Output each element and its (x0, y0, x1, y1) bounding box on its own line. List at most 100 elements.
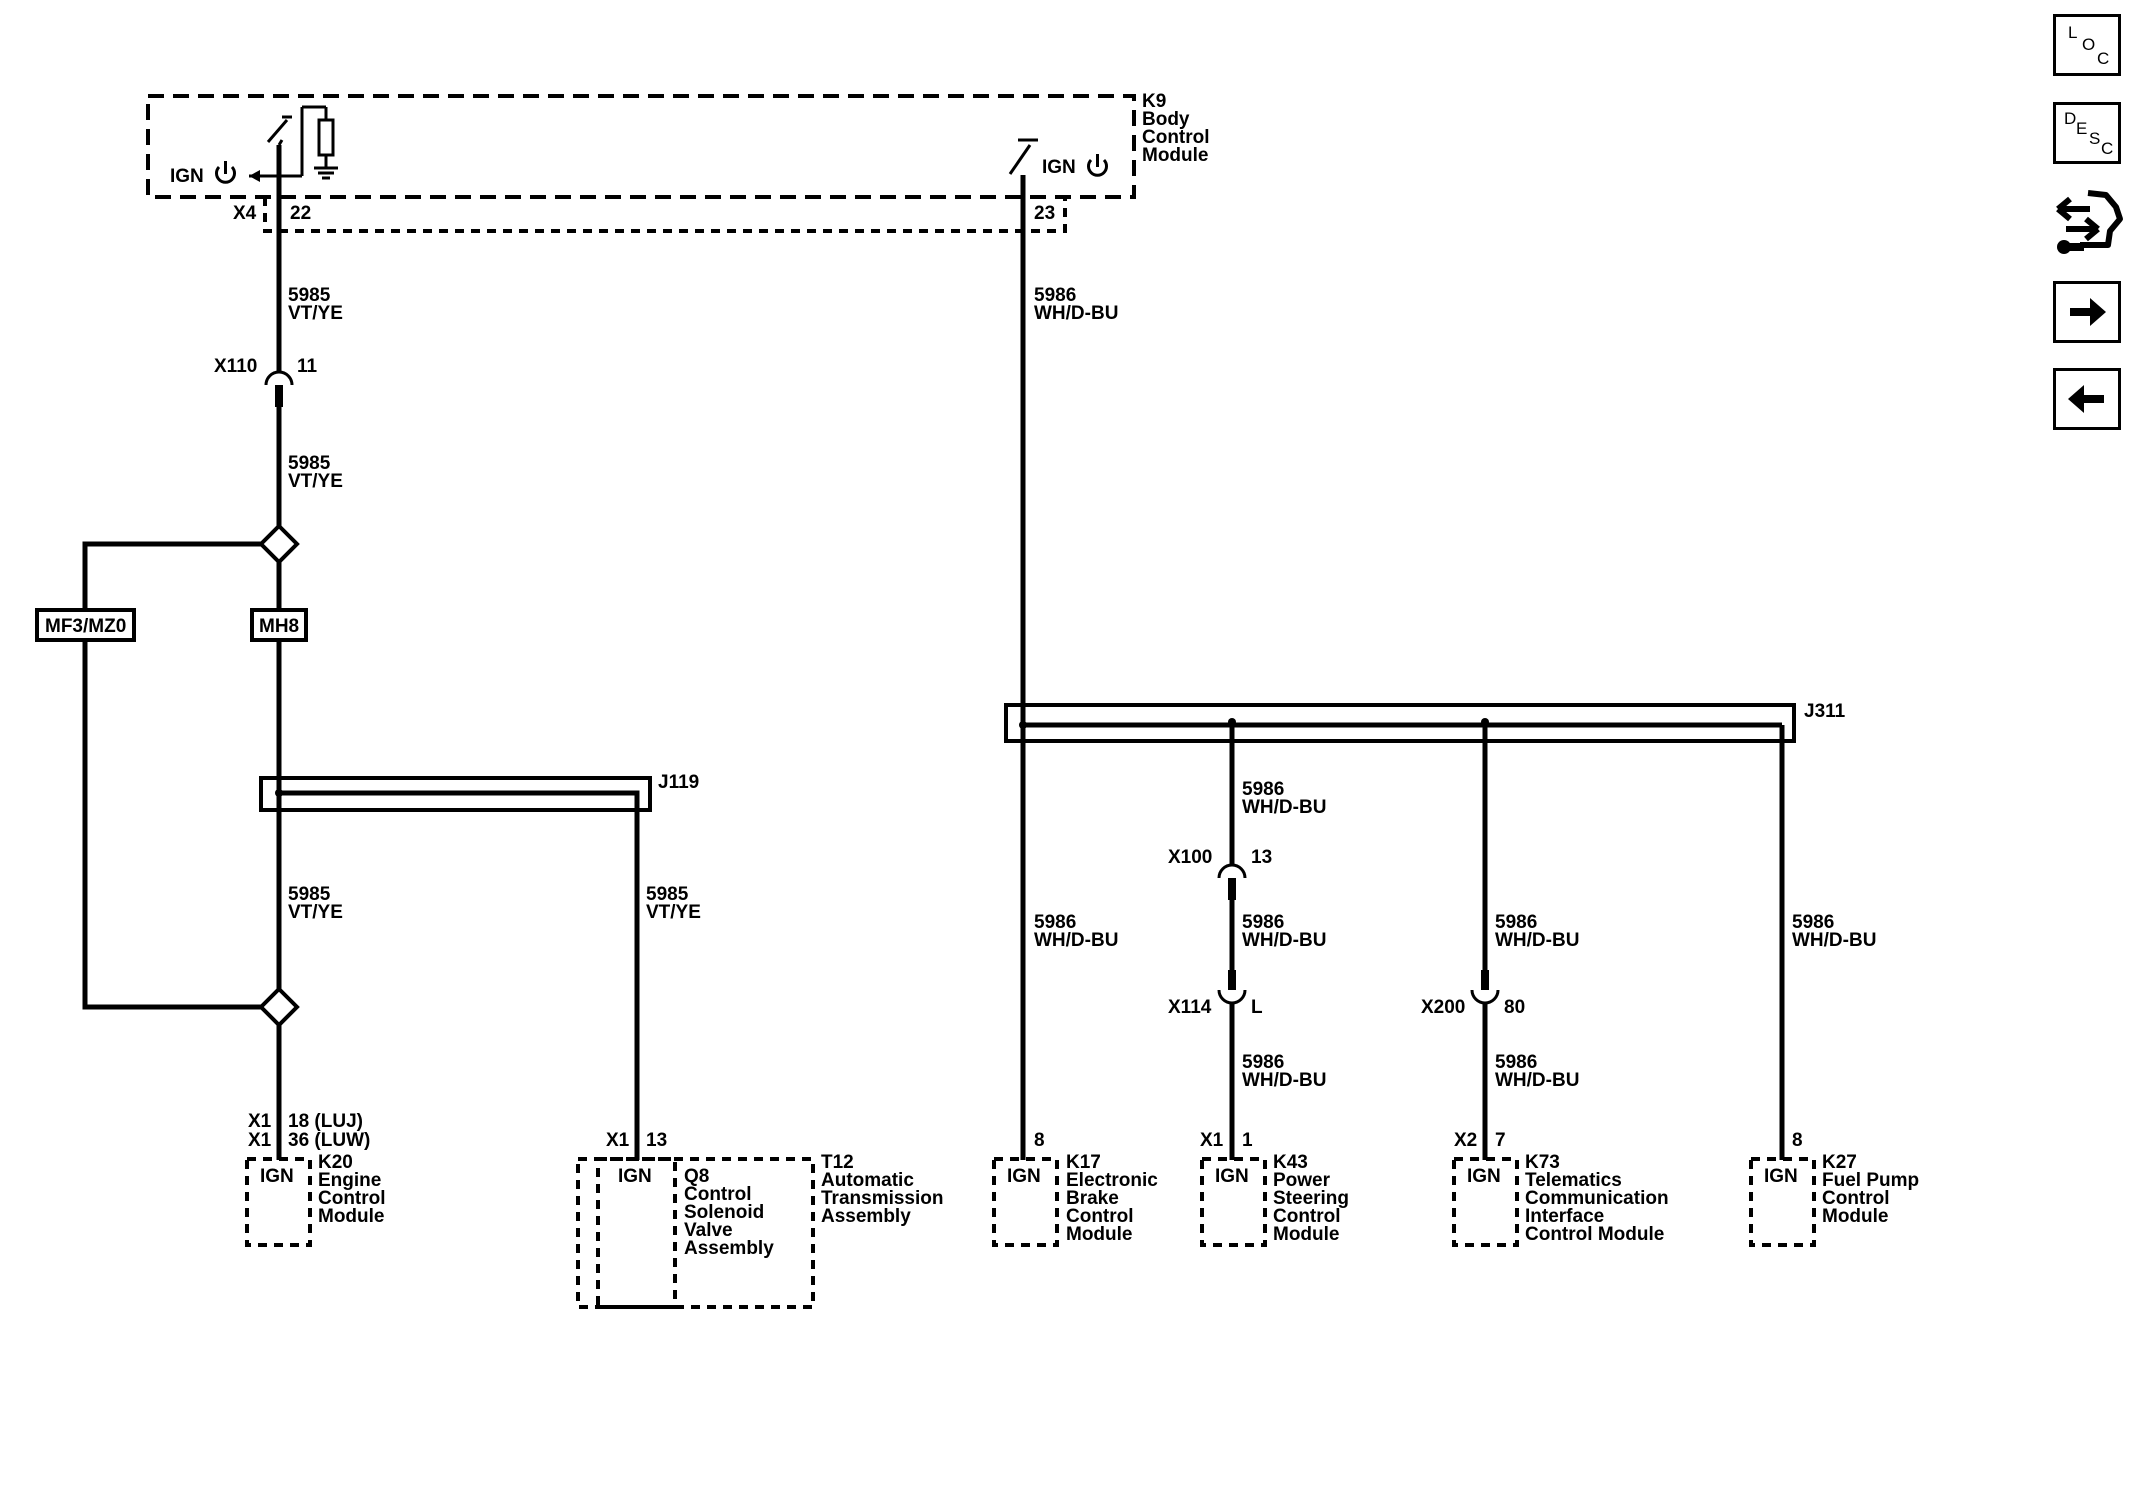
k43-ign: IGN (1215, 1166, 1249, 1187)
k20-ref: K20 (318, 1152, 353, 1173)
k73-name-4: Control Module (1525, 1224, 1664, 1245)
splice-dot (275, 789, 283, 797)
x200-pin: 80 (1504, 997, 1525, 1018)
k27-name-1: Fuel Pump (1822, 1170, 1919, 1191)
bcm-name-1: Body (1142, 109, 1190, 130)
k43-name-1: Power (1273, 1170, 1331, 1191)
q8-ref: Q8 (684, 1166, 709, 1187)
inline-connector-x110 (264, 370, 294, 407)
next-button[interactable] (2053, 281, 2121, 343)
k17-ref: K17 (1066, 1152, 1101, 1173)
k20-ign: IGN (260, 1166, 294, 1187)
inline-connector-x100 (1217, 863, 1247, 900)
k73-name-3: Interface (1525, 1206, 1604, 1227)
t12-ref: T12 (821, 1152, 854, 1173)
option-diamond-top (258, 523, 300, 565)
wire-color-whdbu-d: WH/D-BU (1242, 1070, 1326, 1091)
k43-conn: X1 (1200, 1130, 1224, 1151)
arrow-right-icon (2070, 298, 2106, 326)
desc-letter-s: S (2089, 129, 2101, 148)
k20-name-1: Engine (318, 1170, 381, 1191)
option-mh8-label: MH8 (259, 616, 299, 637)
k17-outline (992, 1157, 1059, 1247)
wire-j119-branch (279, 790, 640, 1160)
bcm-outline (146, 94, 1136, 199)
desc-letter-e: E (2076, 119, 2088, 138)
loc-button[interactable]: L O C (2053, 14, 2121, 76)
back-button[interactable] (2053, 368, 2121, 430)
k27-outline (1749, 1157, 1816, 1247)
t12-name-3: Assembly (821, 1206, 911, 1227)
wire-option-left-bottom (82, 640, 261, 1010)
k43-outline (1200, 1157, 1267, 1247)
desc-letter-c: C (2101, 139, 2114, 158)
x100-ref: X100 (1168, 847, 1212, 868)
j311-label: J311 (1804, 701, 1846, 722)
k20-pin-2: 36 (LUW) (288, 1130, 370, 1151)
x114-pin: L (1251, 997, 1263, 1018)
k20-pin-1: 18 (LUJ) (288, 1111, 363, 1132)
wire-label-5986-k17: 5986 (1034, 912, 1076, 933)
x114-ref: X114 (1168, 997, 1212, 1018)
wire-label-5985-c: 5985 (288, 884, 331, 905)
k27-pin: 8 (1792, 1130, 1803, 1151)
k17-name-4: Module (1066, 1224, 1133, 1245)
arrow-left-icon (2068, 385, 2104, 413)
k43-name-3: Control (1273, 1206, 1341, 1227)
k20-name-3: Module (318, 1206, 385, 1227)
wire-label-5986-d: 5986 (1242, 1052, 1284, 1073)
wire-color-whdbu-b: WH/D-BU (1242, 797, 1326, 818)
wire-label-5985-a: 5985 (288, 285, 331, 306)
wire-color-vtye-d: VT/YE (646, 902, 701, 923)
k27-name-3: Module (1822, 1206, 1889, 1227)
k73-conn: X2 (1454, 1130, 1477, 1151)
wire-color-whdbu-f: WH/D-BU (1495, 1070, 1579, 1091)
q8-name-4: Assembly (684, 1238, 774, 1259)
splice-j311 (1004, 703, 1796, 743)
t12-conn: X1 (606, 1130, 630, 1151)
bcm-switch-left: IGN (170, 105, 338, 187)
q8-name-2: Solenoid (684, 1202, 764, 1223)
t12-ign: IGN (618, 1166, 652, 1187)
k73-ref: K73 (1525, 1152, 1560, 1173)
k73-name-2: Communication (1525, 1188, 1669, 1209)
t12-pin: 13 (646, 1130, 667, 1151)
wire-color-vtye-b: VT/YE (288, 471, 343, 492)
k43-name-4: Module (1273, 1224, 1340, 1245)
power-icon (1087, 154, 1108, 177)
k17-name-3: Control (1066, 1206, 1134, 1227)
wire-color-vtye-c: VT/YE (288, 902, 343, 923)
bcm-connector-x4: X4 (233, 203, 257, 224)
wire-label-5985-b: 5985 (288, 453, 331, 474)
q8-name-1: Control (684, 1184, 752, 1205)
k43-name-2: Steering (1273, 1188, 1349, 1209)
wire-label-5986-f: 5986 (1495, 1052, 1537, 1073)
desc-button[interactable]: D E S C (2053, 102, 2121, 164)
q8-outline (596, 1157, 677, 1309)
k27-ign: IGN (1764, 1166, 1798, 1187)
loc-letter-c: C (2097, 49, 2110, 68)
option-mf3-label: MF3/MZ0 (45, 616, 126, 637)
wire-color-whdbu-e: WH/D-BU (1495, 930, 1579, 951)
connector-tool-icon[interactable] (2050, 185, 2126, 261)
k73-name-1: Telematics (1525, 1170, 1622, 1191)
x110-pin: 11 (297, 356, 318, 377)
wire-option-left-top (82, 541, 261, 610)
k43-ref: K43 (1273, 1152, 1308, 1173)
wire-color-whdbu-c: WH/D-BU (1242, 930, 1326, 951)
x100-pin: 13 (1251, 847, 1272, 868)
wire-color-whdbu-g: WH/D-BU (1792, 930, 1876, 951)
j119-label: J119 (658, 772, 699, 793)
wire-color-whdbu-k17: WH/D-BU (1034, 930, 1118, 951)
k20-name-2: Control (318, 1188, 386, 1209)
wire-color-whdbu-a: WH/D-BU (1034, 303, 1118, 324)
wire-label-5986-e: 5986 (1495, 912, 1537, 933)
bcm-pin-23: 23 (1034, 203, 1055, 224)
bcm-ign-label-left: IGN (170, 166, 204, 187)
loc-letter-l: L (2068, 23, 2078, 42)
wire-label-5986-c: 5986 (1242, 912, 1284, 933)
bcm-switch-right: IGN (1008, 138, 1108, 200)
inline-connector-x114 (1217, 970, 1247, 1005)
k20-conn-2: X1 (248, 1130, 272, 1151)
